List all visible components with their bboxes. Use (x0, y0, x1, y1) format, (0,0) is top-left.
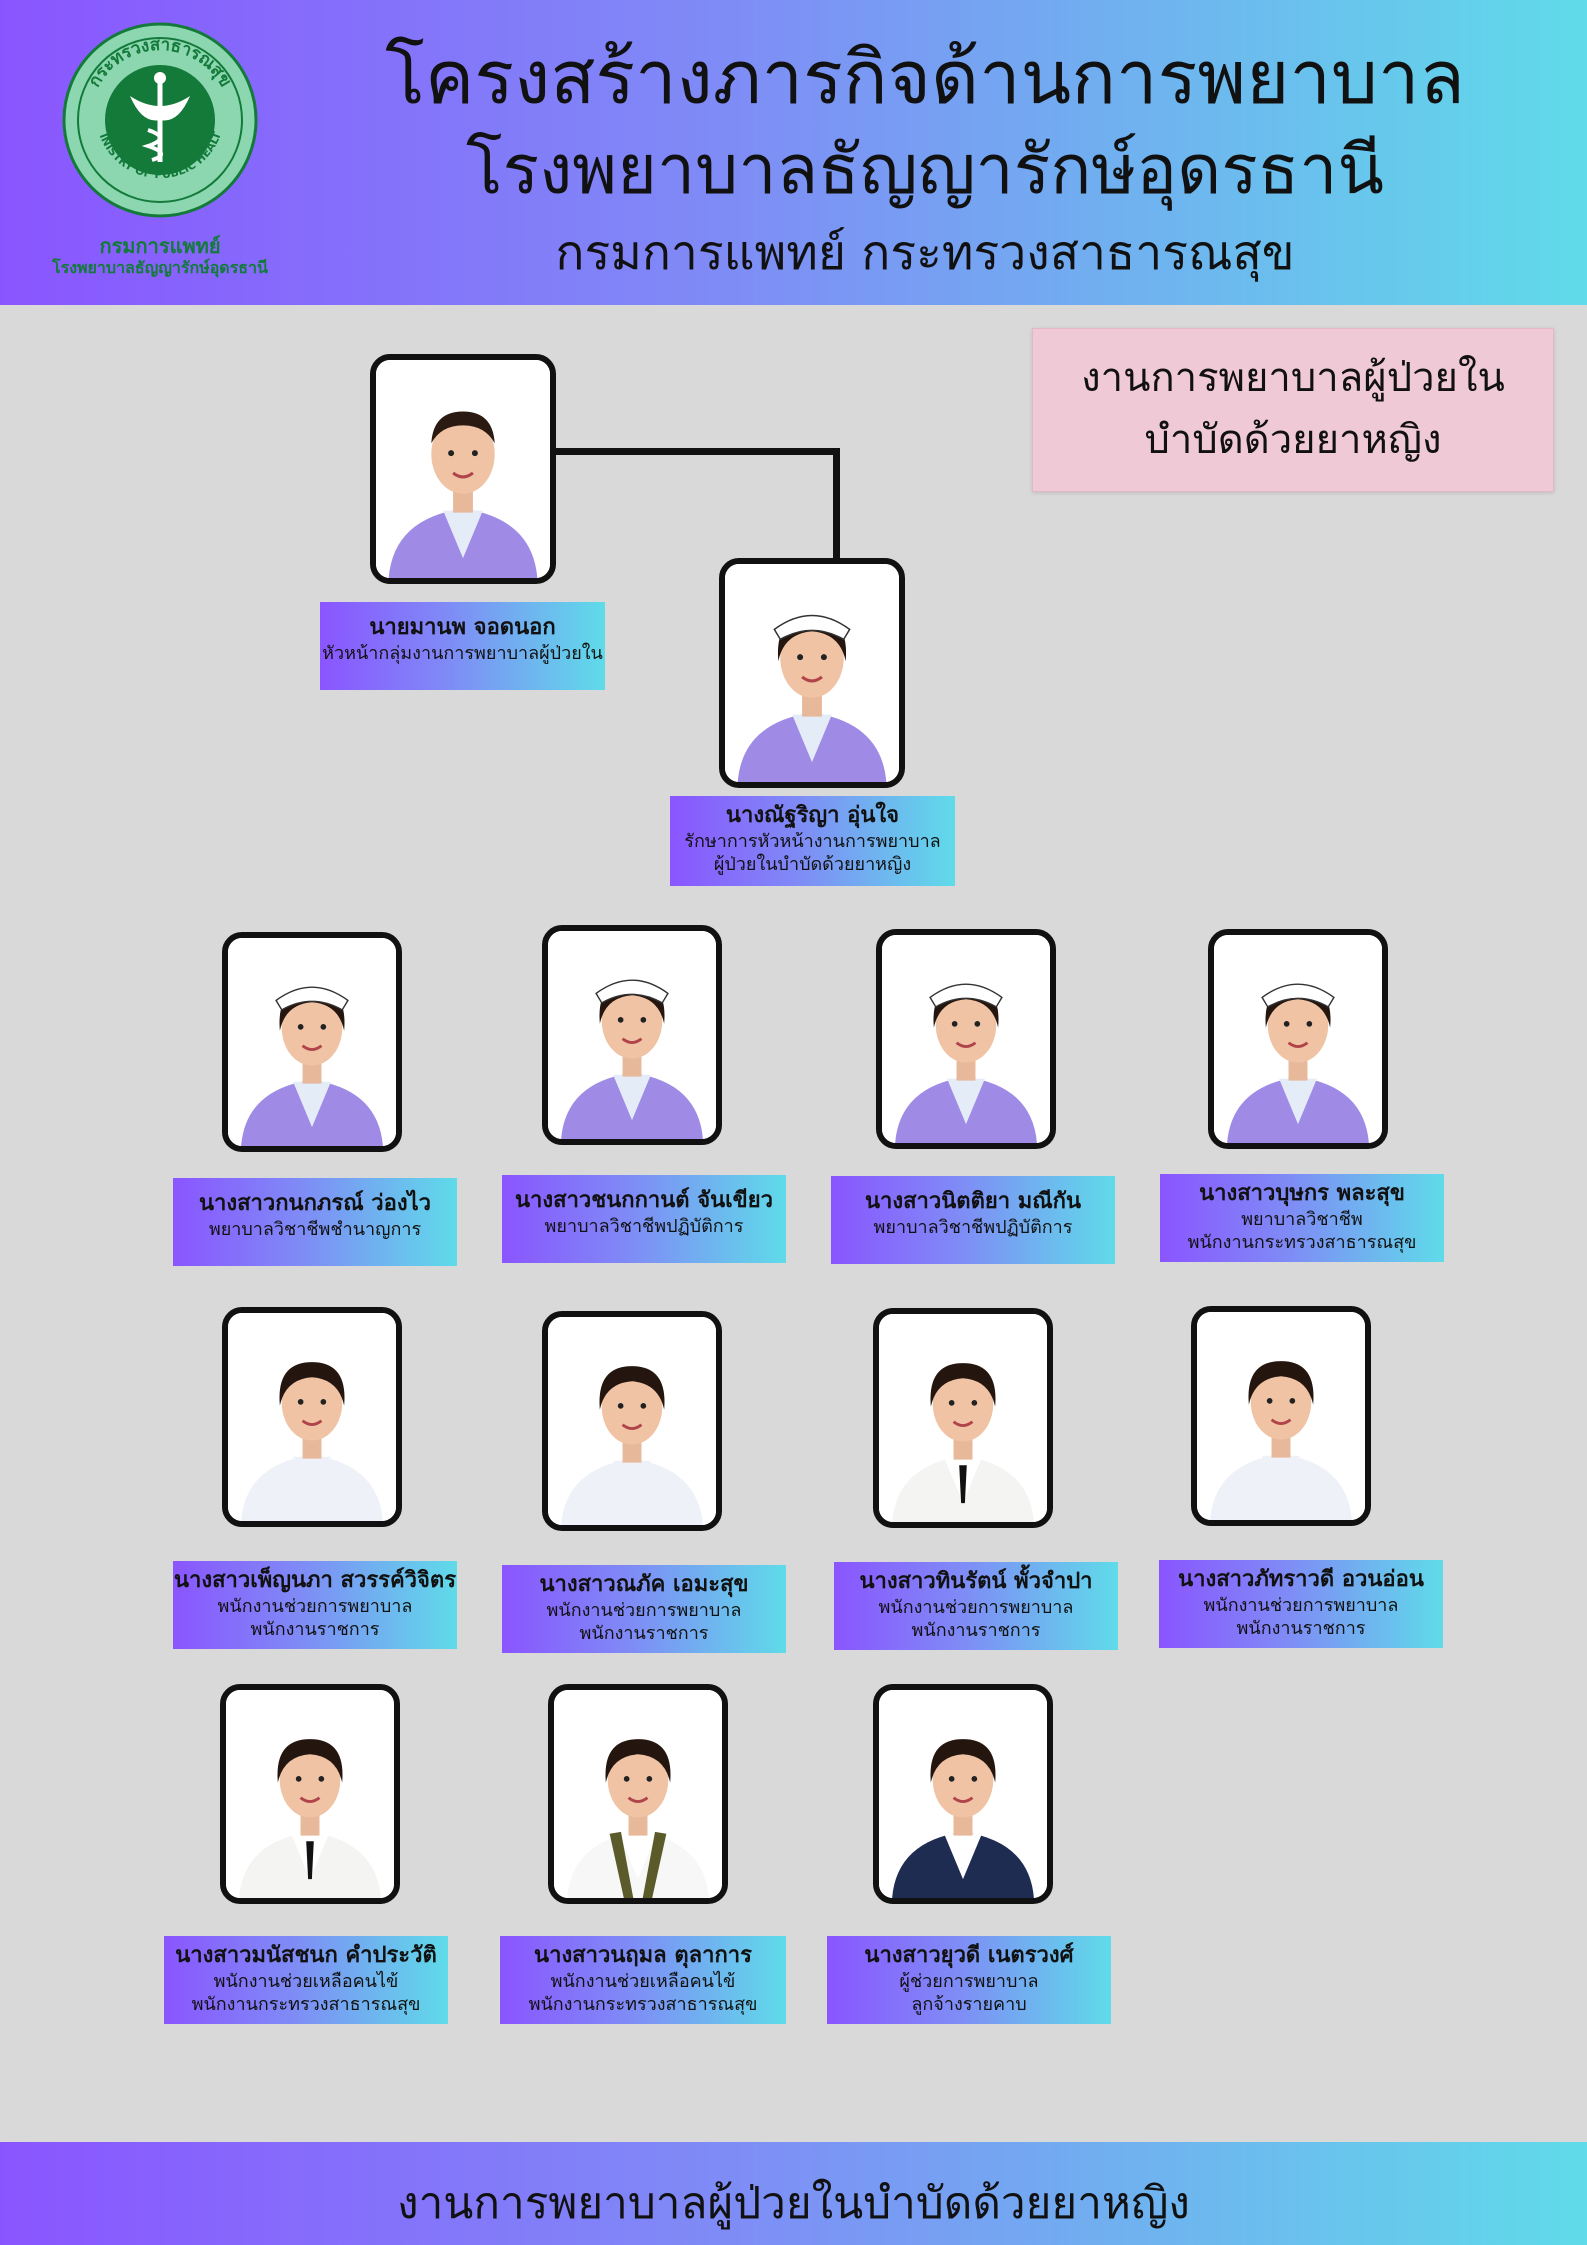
staff-name: นางสาวมนัสชนก คำประวัติ (175, 1943, 437, 1968)
portrait-illustration (548, 931, 716, 1139)
portrait-illustration (879, 1314, 1047, 1522)
staff-position: พยาบาลวิชาชีพปฏิบัติการ (873, 1217, 1073, 1238)
portrait-illustration (228, 938, 396, 1146)
staff-position: ลูกจ้างรายคาบ (911, 1994, 1027, 2015)
staff-photo (370, 354, 556, 584)
unit-note-line-1: งานการพยาบาลผู้ป่วยใน (1081, 355, 1505, 401)
staff-position: พนักงานกระทรวงสาธารณสุข (528, 1994, 758, 2015)
staff-name: นางสาวกนกภรณ์ ว่องไว (198, 1191, 432, 1216)
portrait-illustration (879, 1690, 1047, 1898)
department-name: กรมการแพทย์ กระทรวงสาธารณสุข (555, 225, 1295, 281)
staff-name: นางสาวทินรัตน์ พั้วจำปา (859, 1569, 1093, 1594)
staff-photo (873, 1308, 1053, 1528)
staff-name: นางสาวภัทราวดี อวนอ่อน (1178, 1567, 1424, 1592)
staff-position: พยาบาลวิชาชีพปฏิบัติการ (544, 1216, 744, 1237)
staff-photo (222, 932, 402, 1152)
staff-photo (1208, 929, 1388, 1149)
staff-name: นางสาวเพ็ญนภา สวรรค์วิจิตร (173, 1568, 457, 1593)
staff-position: พยาบาลวิชาชีพชำนาญการ (208, 1219, 422, 1240)
hospital-name: โรงพยาบาลธัญญารักษ์อุดรธานี (466, 131, 1384, 210)
staff-name: นางสาวยุวดี เนตรวงศ์ (864, 1943, 1074, 1968)
footer-banner (0, 2142, 1587, 2245)
staff-label: นางสาวณภัค เอมะสุข พนักงานช่วยการพยาบาล … (502, 1565, 786, 1653)
org-connector-horizontal (552, 448, 840, 455)
portrait-illustration (725, 564, 899, 782)
portrait-illustration (226, 1690, 394, 1898)
portrait-illustration (548, 1317, 716, 1525)
org-connector-vertical (833, 448, 840, 560)
page-title: โครงสร้างภารกิจด้านการพยาบาล (385, 35, 1465, 121)
staff-label: นางสาวภัทราวดี อวนอ่อน พนักงานช่วยการพยา… (1159, 1560, 1443, 1648)
staff-name: นางสาวชนกกานต์ จันเขียว (515, 1188, 773, 1213)
staff-position: รักษาการหัวหน้างานการพยาบาล (684, 831, 941, 852)
staff-photo (542, 1311, 722, 1531)
header-banner (0, 0, 1587, 305)
portrait-illustration (1214, 935, 1382, 1143)
staff-position: พนักงานช่วยการพยาบาล (1203, 1595, 1399, 1616)
staff-position: พนักงานกระทรวงสาธารณสุข (191, 1994, 421, 2015)
staff-photo (719, 558, 905, 788)
ministry-logo: กระทรวงสาธารณสุข MINISTRY OF PUBLIC HEAL… (55, 10, 260, 220)
staff-position: พนักงานราชการ (250, 1619, 380, 1640)
staff-position: พนักงานช่วยเหลือคนไข้ (213, 1971, 399, 1992)
staff-position: ผู้ป่วยในบำบัดด้วยยาหญิง (713, 854, 912, 875)
staff-position: พนักงานราชการ (1236, 1618, 1366, 1639)
logo-caption-1: กรมการแพทย์ (99, 234, 221, 258)
staff-photo (1191, 1306, 1371, 1526)
staff-photo (548, 1684, 728, 1904)
staff-position: พนักงานช่วยการพยาบาล (546, 1600, 742, 1621)
staff-position: ผู้ช่วยการพยาบาล (899, 1971, 1039, 1992)
staff-position: พนักงานช่วยเหลือคนไข้ (550, 1971, 736, 1992)
staff-name: นางสาวณภัค เอมะสุข (539, 1572, 749, 1597)
staff-label: นางสาวทินรัตน์ พั้วจำปา พนักงานช่วยการพย… (834, 1562, 1118, 1650)
staff-label: นางณัฐริญา อุ่นใจ รักษาการหัวหน้างานการพ… (670, 796, 955, 886)
staff-name: นางสาวบุษกร พละสุข (1199, 1181, 1405, 1206)
staff-photo (542, 925, 722, 1145)
staff-position: หัวหน้ากลุ่มงานการพยาบาลผู้ป่วยใน (322, 643, 603, 664)
staff-label: นางสาวกนกภรณ์ ว่องไว พยาบาลวิชาชีพชำนาญก… (173, 1178, 457, 1266)
staff-photo (222, 1307, 402, 1527)
unit-note: งานการพยาบาลผู้ป่วยใน บำบัดด้วยยาหญิง (1032, 328, 1554, 492)
staff-label: นายมานพ จอดนอก หัวหน้ากลุ่มงานการพยาบาลผ… (320, 602, 605, 690)
staff-label: นางสาวชนกกานต์ จันเขียว พยาบาลวิชาชีพปฏิ… (502, 1175, 786, 1263)
staff-label: นางสาวยุวดี เนตรวงศ์ ผู้ช่วยการพยาบาล ลู… (827, 1936, 1111, 2024)
staff-label: นางสาวนฤมล ตุลาการ พนักงานช่วยเหลือคนไข้… (500, 1936, 786, 2024)
staff-photo (873, 1684, 1053, 1904)
footer-title: งานการพยาบาลผู้ป่วยในบำบัดด้วยยาหญิง (397, 2178, 1190, 2229)
staff-name: นางสาวนิตติยา มณีกัน (864, 1189, 1082, 1214)
staff-name: นางสาวนฤมล ตุลาการ (534, 1943, 752, 1968)
staff-label: นางสาวบุษกร พละสุข พยาบาลวิชาชีพ พนักงาน… (1160, 1174, 1444, 1262)
staff-position: พนักงานกระทรวงสาธารณสุข (1187, 1232, 1417, 1253)
staff-name: นางณัฐริญา อุ่นใจ (725, 803, 900, 828)
staff-position: พนักงานราชการ (579, 1623, 709, 1644)
logo-caption-2: โรงพยาบาลธัญญารักษ์อุดรธานี (52, 258, 268, 277)
staff-position: พนักงานช่วยการพยาบาล (878, 1597, 1074, 1618)
unit-note-line-2: บำบัดด้วยยาหญิง (1144, 417, 1442, 463)
portrait-illustration (1197, 1312, 1365, 1520)
staff-position: พนักงานราชการ (911, 1620, 1041, 1641)
staff-position: พนักงานช่วยการพยาบาล (217, 1596, 413, 1617)
portrait-illustration (228, 1313, 396, 1521)
staff-position: พยาบาลวิชาชีพ (1241, 1209, 1363, 1230)
portrait-illustration (882, 935, 1050, 1143)
portrait-illustration (376, 360, 550, 578)
staff-label: นางสาวนิตติยา มณีกัน พยาบาลวิชาชีพปฏิบัต… (831, 1176, 1115, 1264)
staff-photo (876, 929, 1056, 1149)
staff-name: นายมานพ จอดนอก (369, 615, 556, 640)
staff-label: นางสาวมนัสชนก คำประวัติ พนักงานช่วยเหลือ… (164, 1936, 448, 2024)
portrait-illustration (554, 1690, 722, 1898)
staff-label: นางสาวเพ็ญนภา สวรรค์วิจิตร พนักงานช่วยกา… (173, 1561, 457, 1649)
staff-photo (220, 1684, 400, 1904)
